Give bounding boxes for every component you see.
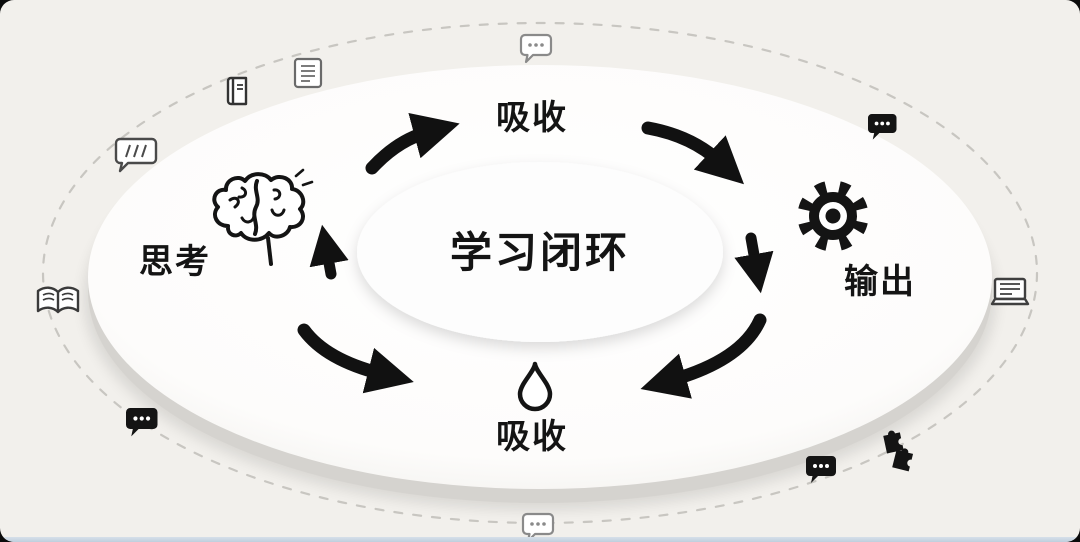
arrow-left-to-top: [365, 113, 460, 175]
laptop-icon: [990, 277, 1030, 306]
center-ellipse: [357, 162, 723, 342]
speech-bubble-dots-icon: [519, 33, 553, 64]
notebook-icon: [293, 57, 323, 89]
water-drop-icon: [517, 361, 553, 412]
dashed-boundary: [41, 21, 1039, 525]
speech-bubble-slash-icon: [114, 137, 158, 173]
sparkle-icon: [294, 168, 314, 187]
node-label-left: 思考: [139, 243, 211, 281]
arrow-into-output: [734, 232, 774, 294]
brain-icon: [212, 168, 314, 266]
node-label-top: 吸收: [496, 99, 568, 137]
arrow-into-think: [309, 224, 349, 280]
speech-bubble-filled-icon: [806, 456, 836, 483]
arrow-right-to-bottom: [640, 313, 767, 399]
open-book-icon: [36, 286, 80, 314]
arrow-left-to-bottom: [297, 323, 414, 394]
node-label-bottom: 吸收: [496, 418, 568, 456]
speech-bubble-dots-icon: [521, 512, 555, 542]
book-icon: [226, 76, 248, 106]
speech-bubble-filled-icon: [126, 408, 158, 437]
node-label-right: 输出: [844, 263, 916, 301]
puzzle-pieces-icon: [882, 428, 914, 472]
center-title: 学习闭环: [450, 229, 630, 276]
arrow-top-to-right: [641, 121, 745, 185]
cycle-arrows: [297, 113, 774, 399]
